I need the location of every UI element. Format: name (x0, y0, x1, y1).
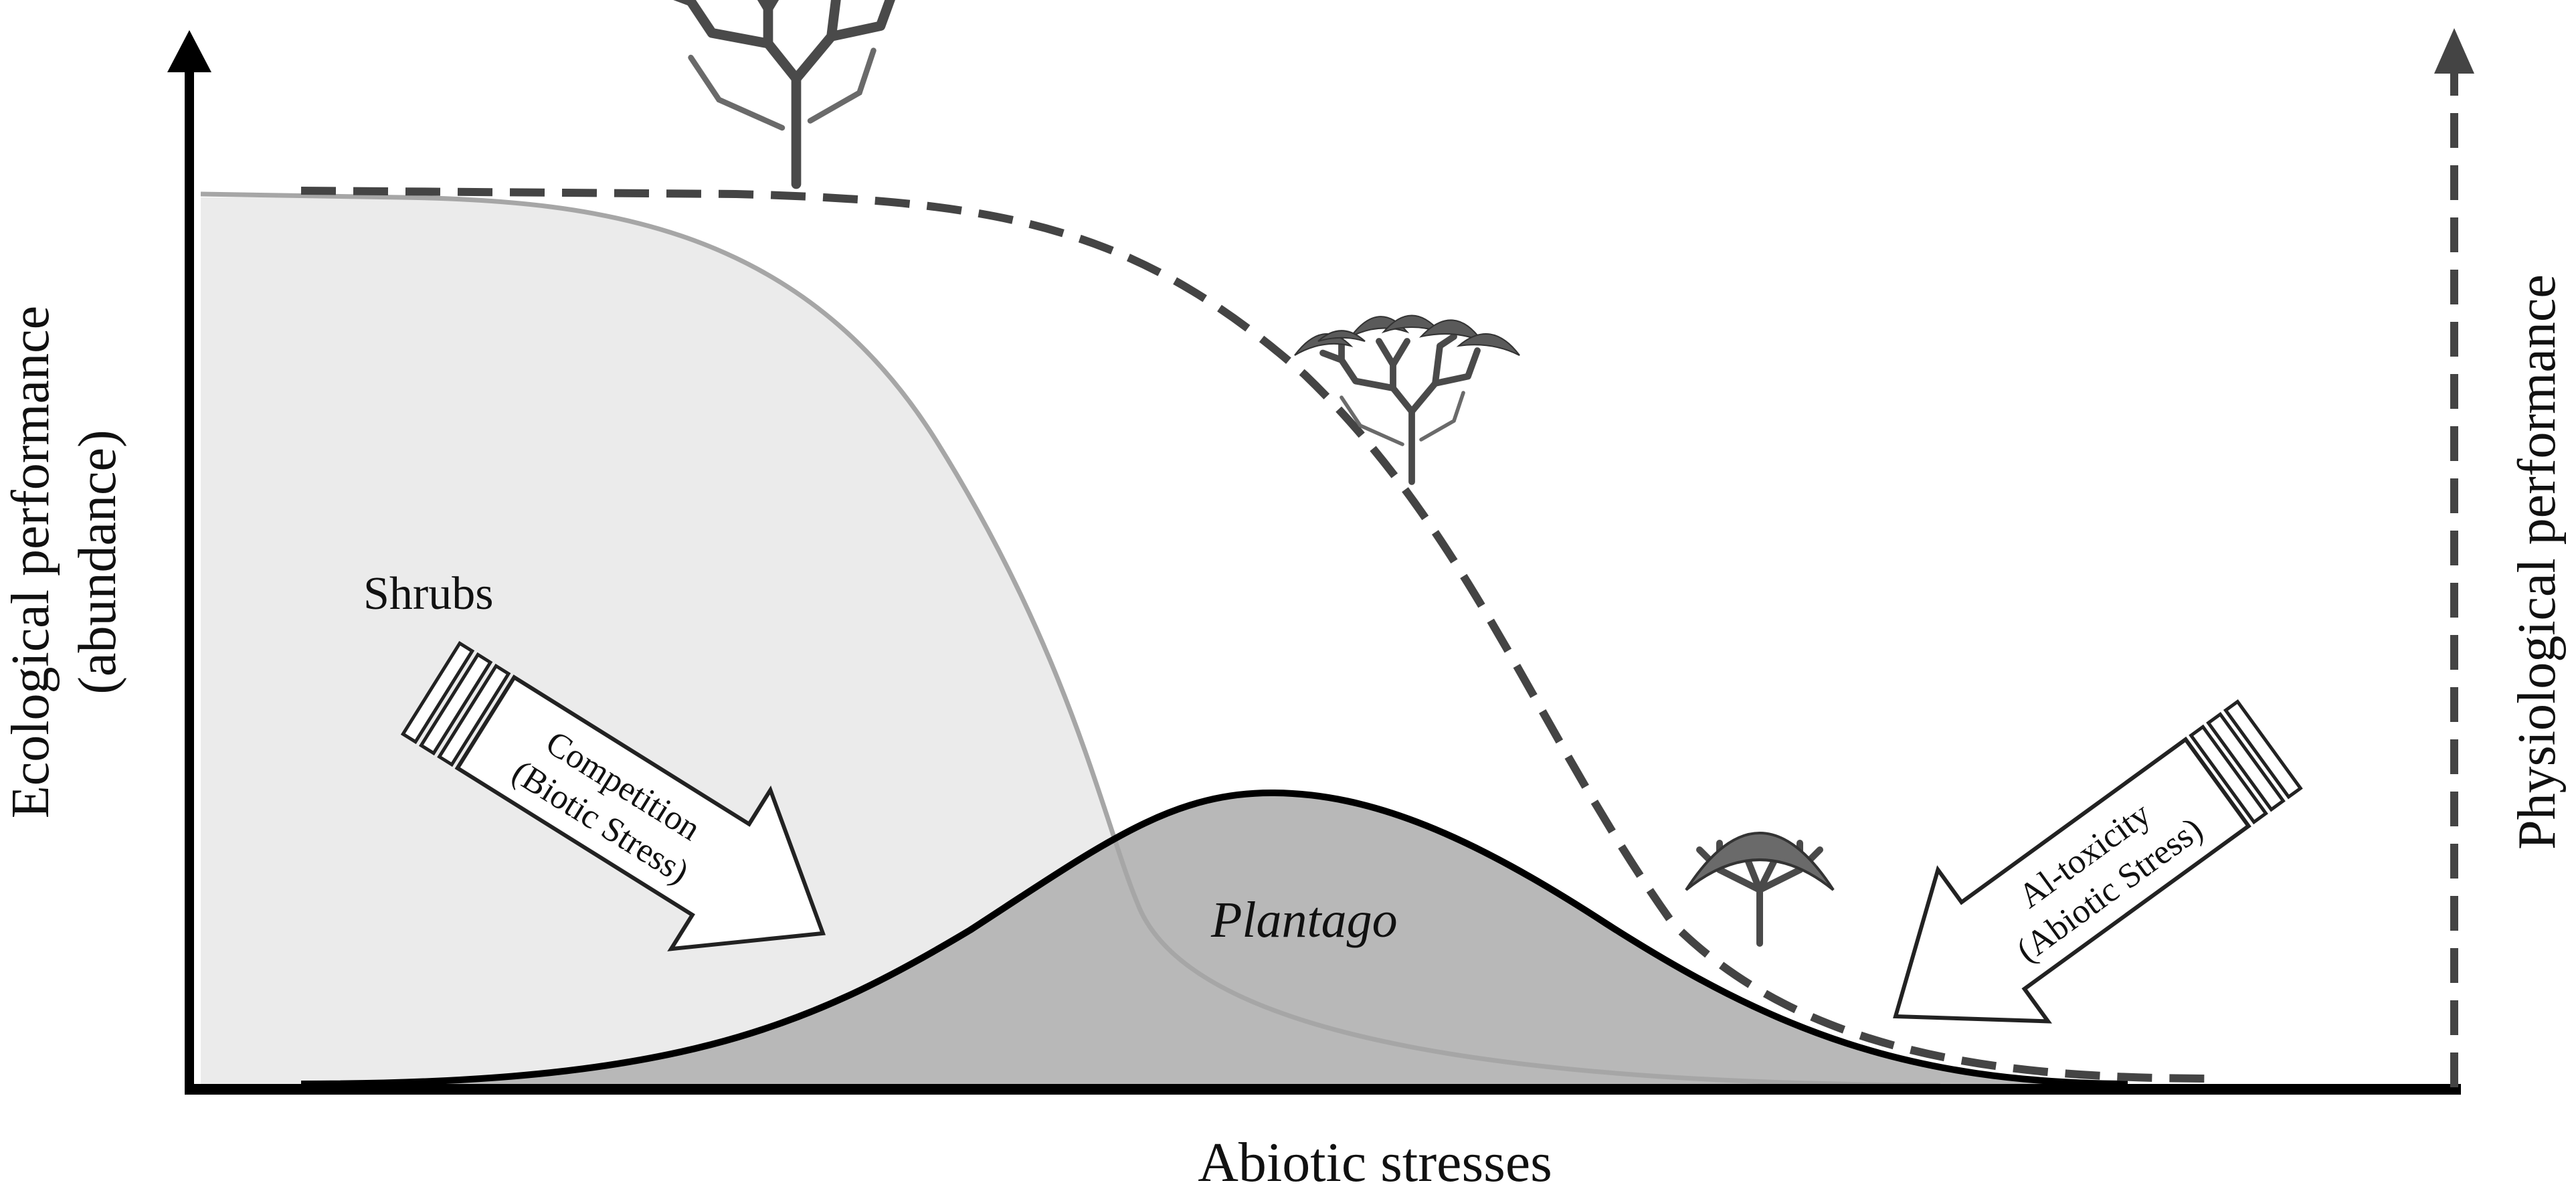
plantago-curve (300, 789, 2128, 1087)
right-y-axis-arrowhead (2434, 28, 2474, 74)
physiological-performance-curve (300, 187, 2215, 1083)
shrubs-label: Shrubs (363, 568, 493, 620)
left-y-axis-arrowhead (167, 30, 211, 72)
x-axis-title: Abiotic stresses (1198, 1131, 1552, 1193)
shrubs-curve (200, 191, 1941, 1088)
al-toxicity-arrow: Al-toxicity (Abiotic Stress) (1893, 699, 2303, 1024)
left-y-axis-title-line1: Ecological performance (1, 306, 60, 818)
tree-icon-medium (1295, 316, 1520, 482)
tree-icon-large (621, 0, 958, 184)
competition-arrow: Competition (Biotic Stress) (400, 640, 826, 951)
plantago-label: Plantago (1210, 892, 1398, 948)
right-y-axis-title: Physiological performance (2508, 274, 2567, 850)
plantago-abundance-area (301, 793, 2128, 1084)
left-y-axis-title-line2: (abundance) (68, 430, 127, 694)
tree-icon-small (1685, 832, 1835, 947)
